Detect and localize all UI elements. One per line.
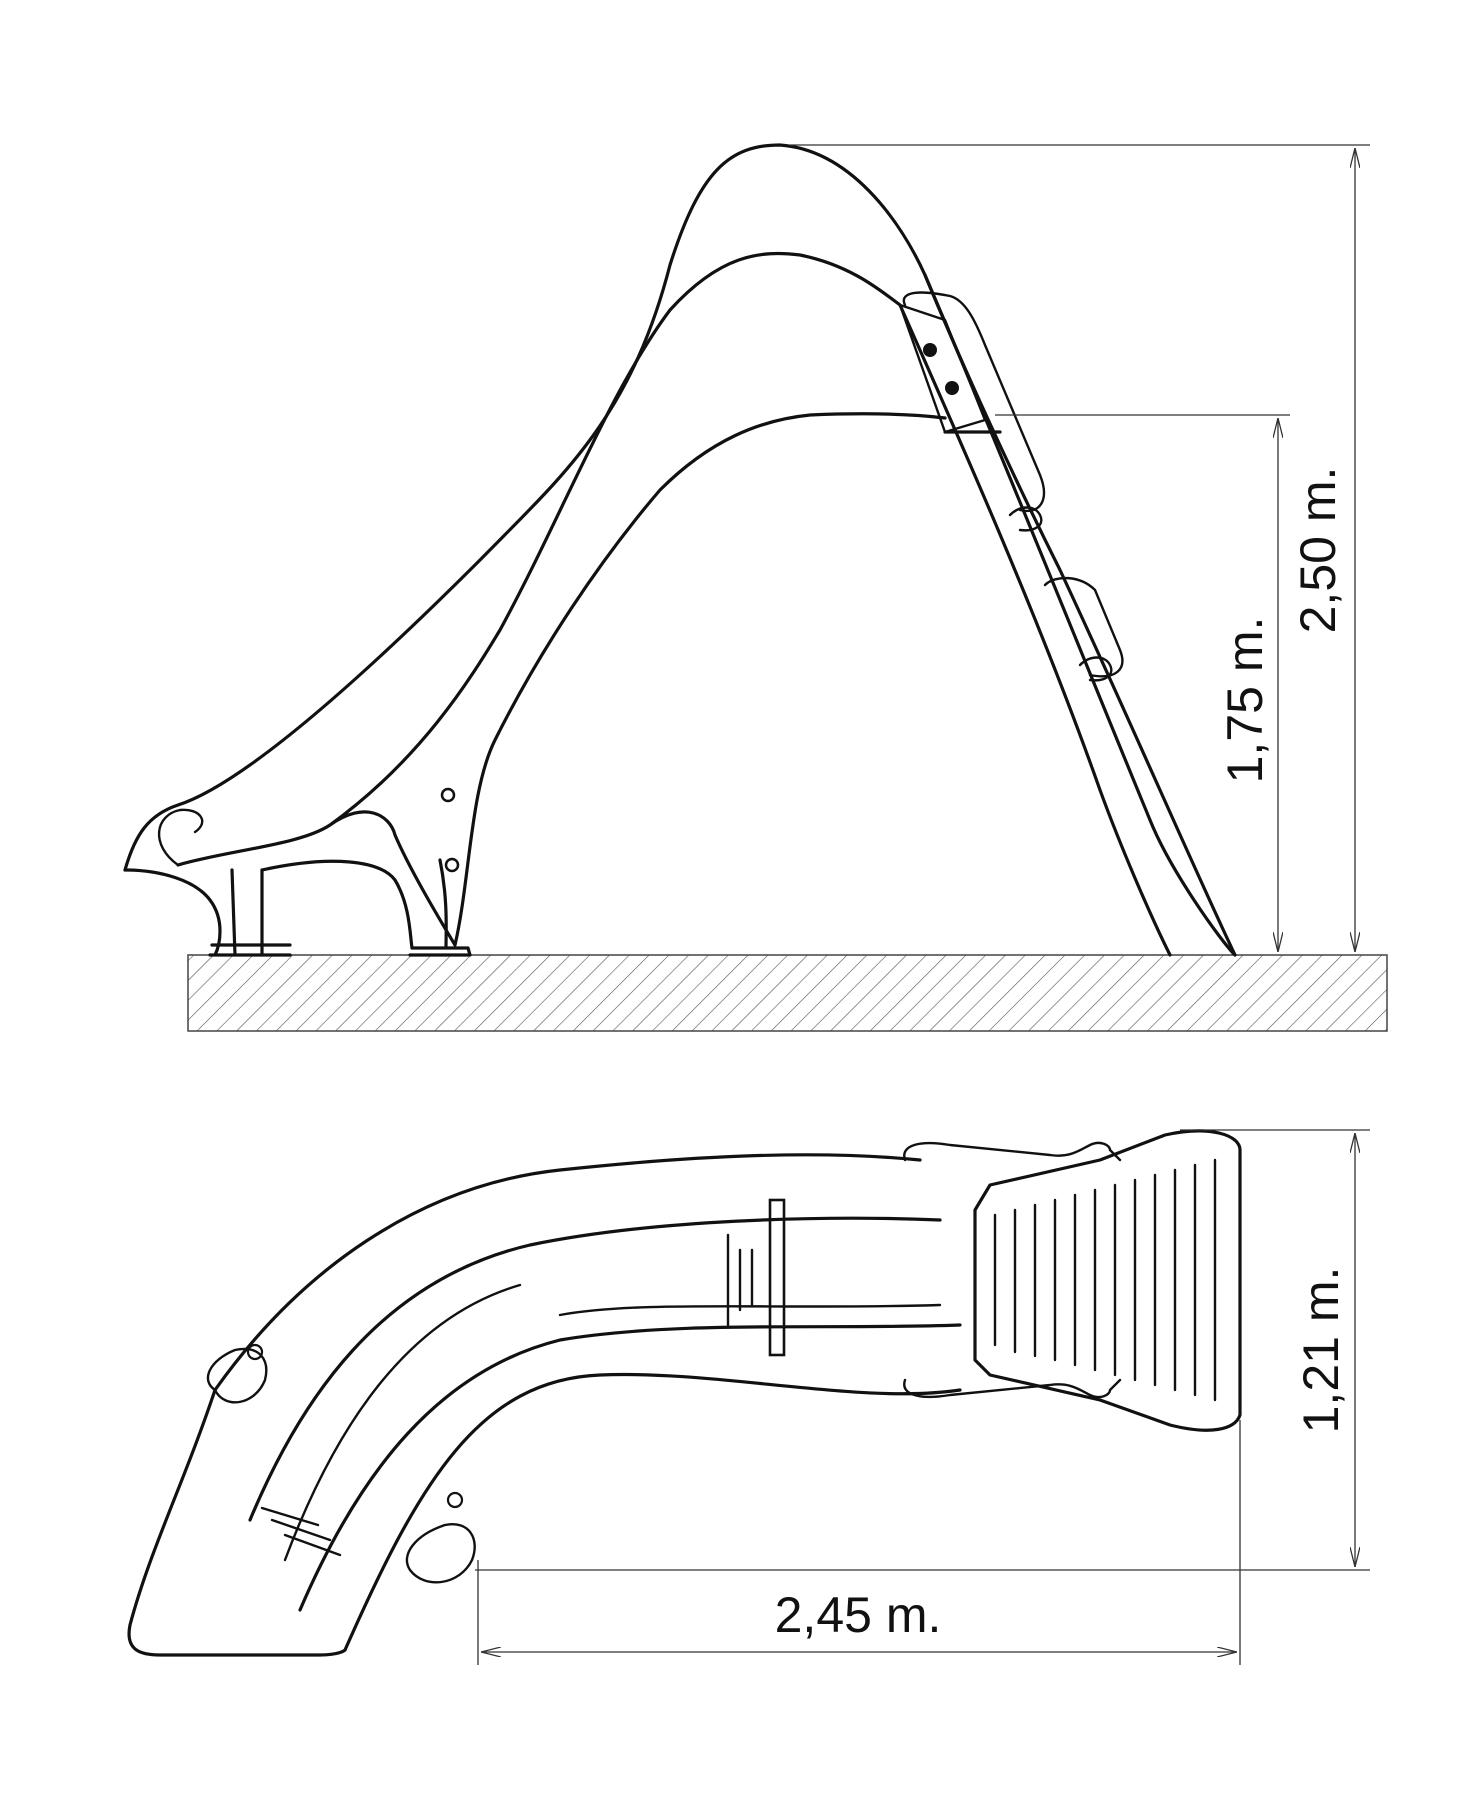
dim-width-label: 1,21 m. [1293,1267,1349,1434]
slide-top-inner-lower [298,1323,962,1612]
ladder-step [1008,506,1043,532]
bracket-bolt [246,1343,264,1361]
handle-lower [903,1378,1122,1399]
ladder-plate [898,303,987,434]
slide-top-tip [127,1388,347,1657]
plate-hole [923,343,937,357]
texture-line [283,1533,342,1557]
slide-top-outer-lower [343,1372,962,1652]
cross-brace [768,1198,786,1357]
slide-support-arch [328,412,947,947]
handrail-upper [902,291,1046,513]
slide-top-outer-upper [213,1153,922,1392]
dim-total-height-label: 2,50 m. [1290,467,1346,634]
brace-marks [726,1233,754,1327]
slide-front-curl [157,808,204,867]
slide-inner-chute [176,251,902,867]
plate-hole [945,381,959,395]
slide-outer-profile [123,143,1237,957]
slide-top-inner-upper [248,1216,942,1522]
handle-upper [903,1141,1122,1162]
bracket-bolt [446,1491,464,1509]
top-view: 1,21 m. 2,45 m. [127,1129,1370,1665]
texture-line [270,1518,332,1542]
slide-front-leg [123,868,292,957]
ladder-step [1078,656,1113,682]
slide-rear-pedestal [260,858,472,957]
bolt [444,857,460,873]
side-view: 2,50 m. 1,75 m. [123,143,1388,1032]
dim-length-label: 2,45 m. [775,1587,942,1643]
ladder-top-frame [973,1129,1242,1432]
ladder-rail-front [898,303,1172,957]
dim-platform-height-label: 1,75 m. [1217,617,1273,784]
mount-bracket-lower [405,1523,476,1584]
slide-top-inner-mid [283,1283,942,1562]
texture-line [260,1506,320,1527]
bolt [440,787,456,803]
mount-bracket-upper [206,1347,268,1404]
ladder-top-steps [993,1158,1217,1402]
ground-hatched [187,954,1388,1032]
